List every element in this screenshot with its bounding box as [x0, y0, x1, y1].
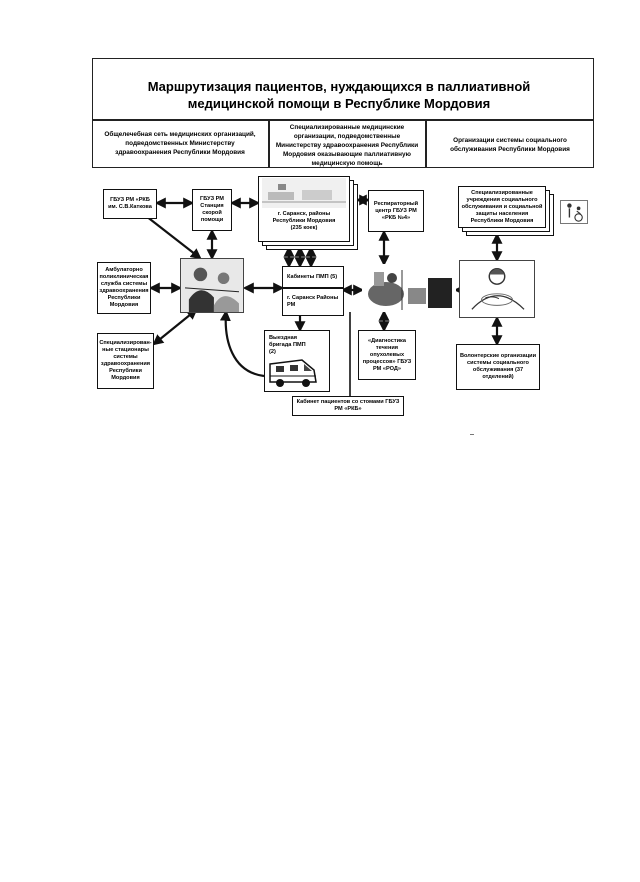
medical-equipment-photo	[362, 264, 456, 312]
scan-mark	[470, 434, 474, 435]
header-row-frame	[92, 120, 594, 168]
header-divider-1	[268, 120, 270, 168]
title-line-2: медицинской помощи в Республике Мордовия	[187, 96, 491, 111]
saransk-rm-box: г. Саранск Районы РМ	[282, 288, 344, 316]
inpatient-service-box: Специализирован-ные стационары системы з…	[97, 333, 154, 389]
rkb-box: ГБУЗ РМ «РКБ им. С.В.Каткова	[103, 189, 157, 219]
title-line-1: Маршрутизация пациентов, нуждающихся в п…	[147, 79, 531, 94]
mobile-team-label: Выездная бригада ПМП (2)	[269, 335, 306, 355]
header-right: Организации системы социального обслужив…	[450, 137, 570, 153]
wheelchair-icon	[567, 203, 583, 222]
header-left: Общелечебная сеть медицинских организаци…	[104, 131, 256, 156]
header-divider-2	[425, 120, 427, 168]
pmp-rooms-box: Кабинеты ПМП (5)	[282, 266, 344, 288]
hospital-ward-photo-icon	[262, 178, 346, 208]
stoma-room-box: Кабинет пациентов со стомами ГБУЗ РМ «РК…	[292, 396, 404, 416]
respiratory-center-box: Респираторный центр ГБУЗ РМ «РКБ №4»	[368, 190, 424, 232]
diagnostics-box: «Диагностика течения опухолевых процессо…	[358, 330, 416, 380]
ambulance-icon	[269, 359, 317, 387]
ambulance-vehicle	[268, 356, 318, 388]
title-frame	[92, 58, 594, 120]
page-title: Маршрутизация пациентов, нуждающихся в п…	[100, 78, 578, 112]
doctor-patient-photo-icon	[181, 259, 243, 312]
outpatient-service-box: Амбулаторно поликлиническая служба систе…	[97, 262, 151, 314]
header-center: Специализированные медицинские организац…	[275, 124, 419, 167]
medical-equipment-photo-icon	[368, 270, 452, 310]
wheelchair-figure	[560, 200, 588, 224]
caregiver-photo	[459, 260, 535, 318]
saransk-districts-label: г. Саранск, районы Республики Мордовия (…	[272, 211, 336, 231]
doctor-patient-photo	[180, 258, 244, 313]
volunteers-box: Волонтерские организации системы социаль…	[456, 344, 540, 390]
social-institutions-box: Специализированные учреждения социальног…	[458, 186, 546, 228]
caregiver-photo-icon	[471, 268, 525, 310]
ambulance-station-box: ГБУЗ РМ Станция скорой помощи	[192, 189, 232, 231]
hospital-ward-photo	[262, 178, 346, 208]
